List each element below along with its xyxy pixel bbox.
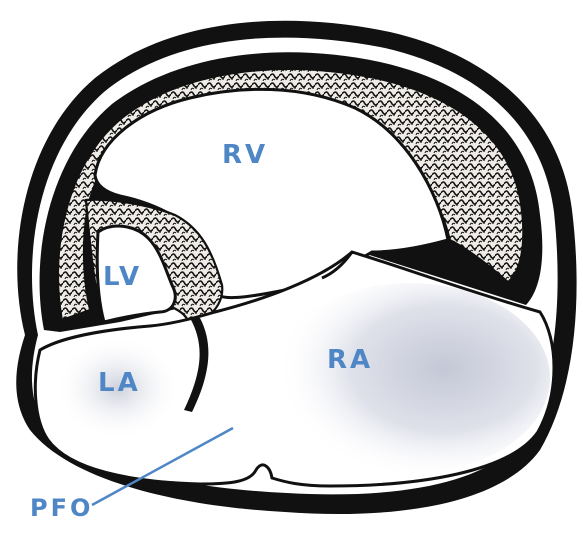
rv-label: RV bbox=[222, 140, 268, 170]
pfo-label: PFO bbox=[30, 494, 93, 522]
la-label: LA bbox=[98, 368, 141, 398]
lv-label: LV bbox=[103, 262, 142, 292]
ra-label: RA bbox=[327, 345, 373, 375]
right-atrium-shading bbox=[270, 283, 550, 473]
